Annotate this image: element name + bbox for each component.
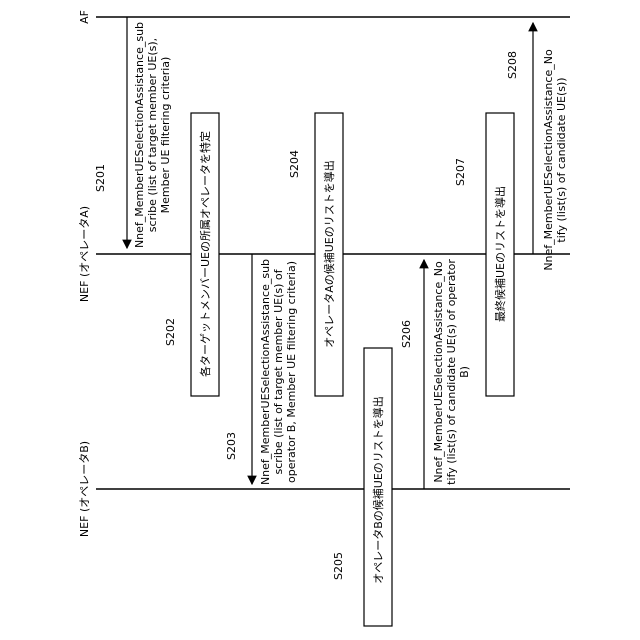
s203-line-2: scribe (list of target member UE(s) of	[272, 268, 285, 474]
s207-label: S207	[454, 158, 467, 186]
s206-line-3: B)	[458, 366, 471, 378]
s203-label: S203	[225, 432, 238, 460]
s206-label: S206	[400, 320, 413, 348]
s204-text: オペレータAの候補UEのリストを導出	[322, 160, 336, 348]
s201-label: S201	[94, 164, 107, 192]
s202-label: S202	[164, 318, 177, 346]
s201-line-1: Nnef_MemberUESelectionAssistance_sub	[133, 22, 146, 248]
s205-text: オペレータBの候補UEのリストを導出	[371, 396, 385, 584]
s201-message: Nnef_MemberUESelectionAssistance_sub scr…	[133, 22, 172, 248]
s203-line-1: Nnef_MemberUESelectionAssistance_sub	[259, 259, 272, 485]
s205-label: S205	[332, 552, 345, 580]
s207-text: 最終候補UEのリストを導出	[493, 186, 507, 322]
af-label: AF	[78, 10, 91, 24]
s206-message: Nnef_MemberUESelectionAssistance_No tify…	[432, 259, 471, 485]
s201-line-3: Member UE filtering criteria)	[159, 57, 172, 214]
s208-line-2: tify (list(s) of candidate UE(s))	[555, 77, 568, 242]
s208-message: Nnef_MemberUESelectionAssistance_No tify…	[542, 49, 568, 271]
s208-line-1: Nnef_MemberUESelectionAssistance_No	[542, 49, 555, 271]
s204-label: S204	[288, 150, 301, 178]
s206-line-1: Nnef_MemberUESelectionAssistance_No	[432, 261, 445, 483]
nef-a-label: NEF (オペレータA)	[78, 206, 91, 302]
s203-line-3: operator B, Member UE filtering criteria…	[285, 261, 298, 483]
nef-b-label: NEF (オペレータB)	[78, 441, 91, 537]
s208-label: S208	[506, 51, 519, 79]
s206-line-2: tify (list(s) of candidate UE(s) of oper…	[445, 259, 458, 485]
s202-text: 各ターゲットメンバーUEの所属オペレータを特定	[198, 131, 212, 377]
s203-message: Nnef_MemberUESelectionAssistance_sub scr…	[259, 259, 298, 485]
s201-line-2: scribe (list of target member UE(s),	[146, 38, 159, 232]
